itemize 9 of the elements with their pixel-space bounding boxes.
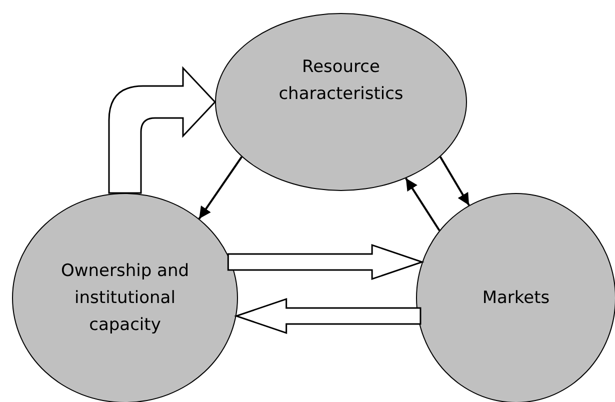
arrow: [439, 156, 470, 206]
node-label: Markets: [481, 286, 551, 310]
block-arrow: [108, 67, 216, 194]
node-label: Ownership and institutional capacity: [60, 260, 190, 336]
arrow: [198, 156, 243, 220]
block-arrow: [234, 298, 422, 334]
node-label: Resource characteristics: [278, 56, 404, 106]
block-arrow: [227, 244, 424, 280]
arrow: [405, 178, 440, 232]
